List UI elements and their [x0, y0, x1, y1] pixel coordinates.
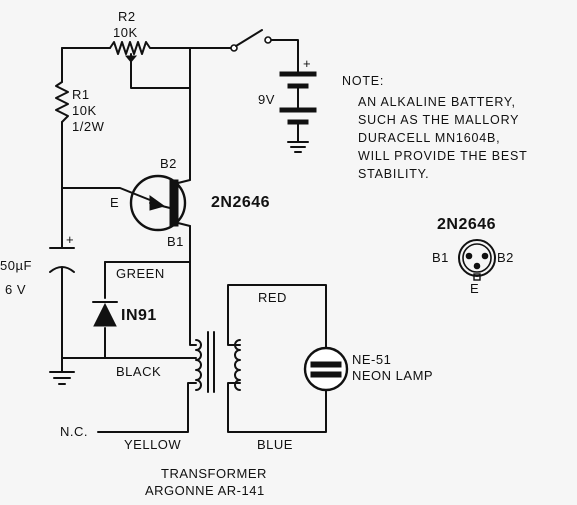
- pinout-b1: B1: [432, 250, 449, 265]
- battery-plus: +: [303, 56, 311, 71]
- pinout-b2: B2: [497, 250, 514, 265]
- r1-rating: 1/2W: [72, 119, 105, 134]
- capacitor-voltage: 6 V: [5, 282, 26, 297]
- note-line: WILL PROVIDE THE BEST: [358, 149, 528, 163]
- ujt-pin-b2: B2: [160, 156, 177, 171]
- note-heading: NOTE:: [342, 74, 384, 88]
- neon-lamp: NE-51 NEON LAMP: [303, 346, 433, 392]
- wire-label-green: GREEN: [116, 266, 165, 281]
- ground-symbol: [49, 371, 75, 385]
- capacitor-value: 50µF: [0, 258, 32, 273]
- wire-label-blue: BLUE: [257, 437, 293, 452]
- r2-potentiometer: R2 10K: [109, 9, 153, 63]
- capacitor-50uf: + 50µF 6 V: [0, 232, 75, 297]
- diode-in91: IN91: [92, 301, 157, 327]
- r2-value: 10K: [113, 25, 138, 40]
- r2-ref: R2: [118, 9, 136, 24]
- capacitor-plus: +: [66, 232, 74, 247]
- ujt-transistor: B2 E B1 2N2646: [110, 156, 270, 249]
- battery-9v: + 9V: [258, 56, 317, 153]
- note-line: SUCH AS THE MALLORY: [358, 113, 519, 127]
- ujt-pin-b1: B1: [167, 234, 184, 249]
- wire-label-black: BLACK: [116, 364, 161, 379]
- r1-ref: R1: [72, 87, 90, 102]
- ujt-part-number: 2N2646: [211, 194, 270, 211]
- transformer-label: TRANSFORMER: [161, 466, 267, 481]
- ujt-pinout: 2N2646 B1 B2 E: [432, 216, 514, 296]
- wire-label-yellow: YELLOW: [124, 437, 181, 452]
- note-line: DURACELL MN1604B,: [358, 131, 500, 145]
- lamp-type: NEON LAMP: [352, 368, 433, 383]
- lamp-part-number: NE-51: [352, 352, 391, 367]
- wire-labels: GREEN BLACK RED YELLOW BLUE N.C.: [60, 266, 293, 452]
- ujt-pin-e: E: [110, 195, 119, 210]
- note-line: STABILITY.: [358, 167, 429, 181]
- diode-part-number: IN91: [121, 307, 157, 324]
- wire-label-red: RED: [258, 290, 287, 305]
- wiring: [61, 39, 327, 433]
- r1-resistor: R1 10K 1/2W: [55, 81, 105, 134]
- not-connected-label: N.C.: [60, 424, 88, 439]
- transformer: TRANSFORMER ARGONNE AR-141: [145, 331, 267, 498]
- note-line: AN ALKALINE BATTERY,: [358, 95, 516, 109]
- transformer-model: ARGONNE AR-141: [145, 483, 265, 498]
- r1-value: 10K: [72, 103, 97, 118]
- battery-value: 9V: [258, 92, 275, 107]
- battery-note: NOTE: AN ALKALINE BATTERY, SUCH AS THE M…: [342, 74, 528, 181]
- pinout-e: E: [470, 281, 479, 296]
- power-switch: [230, 29, 272, 52]
- pinout-part-number: 2N2646: [437, 216, 496, 233]
